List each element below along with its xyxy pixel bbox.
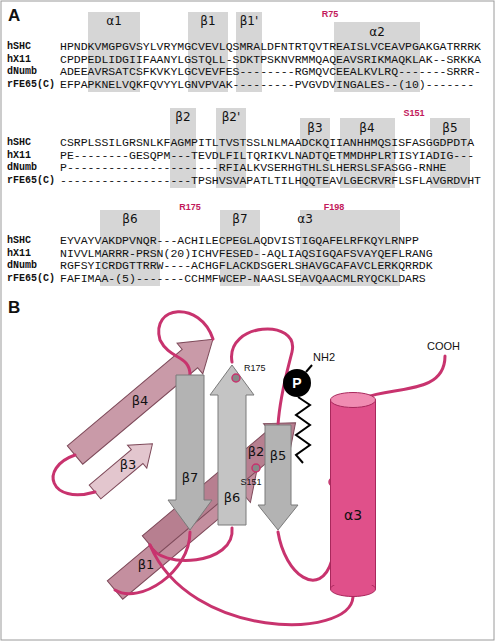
sequence-name: hSHC: [7, 41, 31, 52]
sequence-line: RGFSYICRDGTTRRW----ACHGFLACKDSGERLSHAVGC…: [60, 259, 433, 272]
loop: [159, 312, 213, 375]
sequence-line: P----------------------RFIALKVSERHGTHLSL…: [60, 161, 446, 174]
loop: [278, 532, 332, 580]
sequence-name: hSHC: [7, 235, 31, 246]
sequence-line: PE--------GESQPM---TEVDLFILTQRIKVLNADTQE…: [60, 149, 474, 162]
structure-label: β3: [307, 121, 322, 135]
sequence-name: hX11: [7, 54, 31, 65]
helix-cylinder: α3: [330, 392, 376, 597]
sequence-line: FAFIMAA-(5)-------CCHMFWCEP-NAASLSEAVQAA…: [60, 272, 426, 285]
residue-dot: [232, 374, 240, 382]
cylinder-body: [331, 400, 376, 589]
grey-strands: [168, 365, 298, 530]
sequence-name: hSHC: [7, 137, 31, 148]
cylinder-outline: [330, 392, 376, 597]
phospho-label: P: [292, 375, 301, 391]
structure-label: α3: [297, 212, 313, 226]
sequence-line: EFPAPKNELVQKFQVYYLGNVPVAK---------PVGVDV…: [60, 78, 474, 91]
residue-label: R175: [244, 363, 266, 373]
structure-label: β1': [240, 14, 259, 28]
strand-label: β5: [270, 448, 287, 463]
residue-label: S151: [240, 477, 261, 487]
sequence-name: dNumb: [7, 66, 37, 77]
panel-letter: A: [8, 6, 20, 26]
n-terminus: [306, 365, 312, 372]
sequence-line: -------------------TPSHVSVAPATLTILHQQTEA…: [60, 174, 481, 187]
strand-label: β3: [120, 457, 137, 472]
terminus-label: COOH: [427, 340, 460, 352]
helix-label: α3: [344, 507, 362, 523]
residue-label: F198: [324, 202, 345, 212]
strand-arrow: [210, 365, 254, 525]
strand-arrow: [258, 425, 298, 530]
terminus-label: NH2: [313, 351, 335, 363]
residue-label: R75: [322, 9, 339, 19]
sequence-name: rFE65(C): [7, 79, 55, 90]
sequence-line: CSRPLSSILGRSNLKFAGMPITLTVSTSSLNLMAADCKQI…: [60, 136, 474, 149]
loops: [53, 312, 445, 625]
cylinder-fill: [331, 400, 375, 585]
loop: [150, 545, 353, 625]
c-terminus: [365, 356, 445, 398]
sequence-line: ADEEAVRSATCSFKVKYLGCVEVFES--------RGMQVC…: [60, 65, 481, 78]
panel-letter: B: [8, 298, 20, 318]
strand-label: β6: [224, 490, 241, 505]
sequence-name: hX11: [7, 248, 31, 259]
structure-label: β1: [200, 14, 215, 28]
structure-label: β4: [359, 121, 374, 135]
strand-label: β1: [138, 557, 155, 572]
sequence-line: EYVAYVAKDPVNQR---ACHILECPEGLAQDVISTIGQAF…: [60, 234, 419, 247]
strand-label: β4: [132, 393, 149, 408]
residue-dot: [252, 464, 260, 472]
structure-label: β2': [222, 110, 241, 124]
strand-label: β7: [182, 470, 199, 485]
sequence-name: rFE65(C): [7, 175, 55, 186]
structure-label: β6: [122, 212, 137, 226]
sequence-name: dNumb: [7, 162, 37, 173]
residue-label: S151: [403, 108, 424, 118]
phospho-circle: P: [283, 369, 311, 397]
sequence-line: HPNDKVMGPGVSYLVRYMGCVEVLQSMRALDFNTRTQVTR…: [60, 40, 481, 53]
sequence-name: dNumb: [7, 260, 37, 271]
peptide-chain: [296, 397, 310, 463]
sequence-line: CPDPEDLIDGIIFAANYLGSTQLL-SDKTPSKNVRMMQAQ…: [60, 53, 481, 66]
structure-label: β5: [442, 121, 457, 135]
structure-label: α1: [106, 14, 122, 28]
loop: [53, 455, 95, 495]
structure-label: α2: [369, 25, 385, 39]
sequence-name: hX11: [7, 150, 31, 161]
structure-label: β7: [232, 212, 247, 226]
residue-dots: [232, 374, 337, 486]
circle-fill: [283, 369, 311, 397]
structure-label: β2: [175, 110, 190, 124]
sequence-line: NIVVLMARRR-PRSN(20)ICHVFESED--AQLIAQSIGQ…: [60, 247, 433, 260]
loop: [150, 528, 232, 560]
sequence-name: rFE65(C): [7, 273, 55, 284]
strand-arrow: [168, 375, 212, 530]
cylinder-top: [331, 393, 376, 408]
pink-strands: [62, 324, 308, 605]
residue-label: R175: [179, 202, 201, 212]
strand-label: β2: [248, 444, 265, 459]
